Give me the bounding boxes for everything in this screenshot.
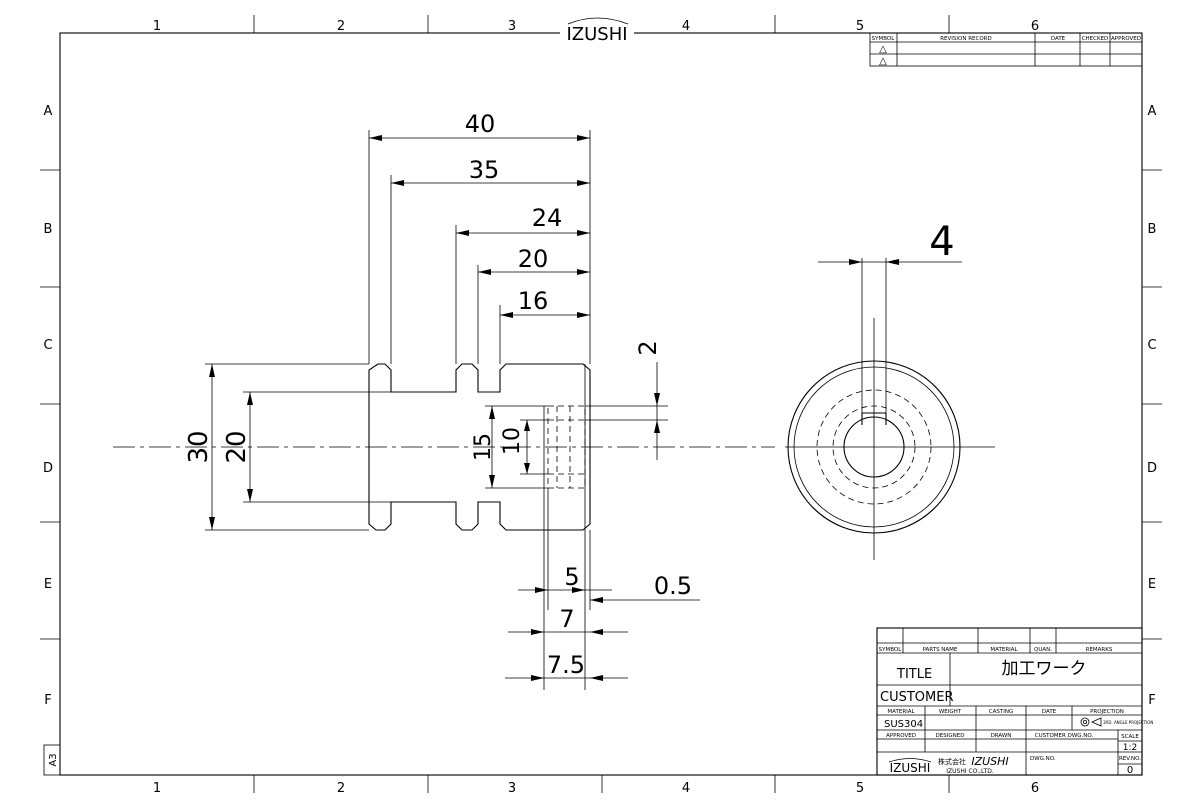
date-label: DATE — [1042, 709, 1057, 715]
col-label-bottom-1: 1 — [153, 781, 161, 796]
projection-value: 3RD. ANGLE PROJECTION — [1103, 720, 1153, 725]
dim-dia-15: 15 — [471, 433, 496, 461]
rev-symbol-1: △ — [879, 44, 887, 55]
col-label-top-3: 3 — [508, 19, 516, 34]
company-name: IZUSHI — [971, 755, 1008, 768]
dim-width-05: 0.5 — [654, 572, 692, 600]
projection-label: PROJECTION — [1090, 709, 1124, 715]
rev-symbol-2: △ — [879, 56, 887, 67]
dim-20-length: 20 — [518, 245, 549, 273]
col-label-bottom-4: 4 — [682, 781, 690, 796]
drawn-label: DRAWN — [991, 733, 1012, 739]
revision-table: SYMBOL REVISION RECORD DATE CHECKED APPR… — [869, 32, 1143, 67]
company-jp: 株式会社 — [938, 757, 966, 766]
rev-header-checked: CHECKED — [1082, 36, 1109, 42]
projection-symbol-icon — [1080, 717, 1102, 727]
row-label-left-c: C — [43, 338, 52, 353]
parts-header-quan: QUAN. — [1034, 647, 1052, 653]
row-label-right-a: A — [1148, 104, 1157, 119]
rev-no-value: 0 — [1127, 765, 1133, 776]
dim-width-7: 7 — [559, 605, 574, 633]
material-value: SUS304 — [884, 719, 923, 730]
dim-40: 40 — [465, 110, 496, 138]
designed-label: DESIGNED — [936, 733, 965, 739]
keyway — [861, 412, 887, 425]
company-logo-text: IZUSHI — [890, 761, 931, 775]
customer-dwg-label: CUSTOMER DWG.NO. — [1035, 733, 1094, 739]
col-label-top-1: 1 — [153, 19, 161, 34]
row-label-right-c: C — [1147, 338, 1156, 353]
row-label-right-b: B — [1148, 222, 1157, 237]
rev-header-symbol: SYMBOL — [872, 36, 896, 42]
dim-24: 24 — [532, 204, 563, 232]
row-label-left-d: D — [43, 461, 53, 476]
col-label-bottom-2: 2 — [337, 781, 345, 796]
col-label-bottom-5: 5 — [856, 781, 864, 796]
end-view: 4 — [785, 219, 995, 560]
rev-header-date: DATE — [1051, 36, 1066, 42]
customer-label: CUSTOMER — [880, 690, 953, 705]
end-view-outer-circle — [787, 360, 961, 534]
material-label: MATERIAL — [887, 709, 915, 715]
col-label-top-4: 4 — [682, 19, 690, 34]
row-label-left-e: E — [44, 577, 52, 592]
rev-header-record: REVISION RECORD — [940, 36, 992, 42]
approved-label: APPROVED — [886, 733, 916, 739]
dim-width-5: 5 — [564, 563, 579, 591]
brand-logo-top: IZUSHI — [560, 14, 634, 45]
rev-header-approved: APPROVED — [1111, 36, 1141, 42]
dim-16: 16 — [518, 287, 549, 315]
casting-label: CASTING — [989, 709, 1013, 715]
row-label-right-f: F — [1148, 693, 1155, 708]
company-logo: IZUSHI — [888, 758, 932, 775]
dwg-no-label: DWG.NO. — [1030, 756, 1056, 762]
dim-depth-2: 2 — [634, 340, 662, 355]
row-label-left-a: A — [44, 104, 53, 119]
weight-label: WEIGHT — [939, 709, 962, 715]
scale-label: SCALE — [1121, 734, 1139, 740]
dim-dia-10: 10 — [500, 427, 525, 455]
parts-header-symbol: SYMBOL — [879, 647, 903, 653]
col-label-top-2: 2 — [337, 19, 345, 34]
dim-dia-30: 30 — [184, 430, 214, 463]
dim-key-4: 4 — [929, 219, 954, 265]
dim-dia-20: 20 — [222, 430, 252, 463]
sheet-size-box: A3 — [43, 744, 61, 776]
row-label-left-b: B — [44, 222, 53, 237]
row-label-right-d: D — [1147, 461, 1157, 476]
col-label-top-6: 6 — [1031, 19, 1039, 34]
side-view: 40 35 24 20 16 30 20 — [113, 110, 775, 690]
scale-value: 1:2 — [1123, 743, 1137, 753]
col-label-bottom-6: 6 — [1031, 781, 1039, 796]
row-label-right-e: E — [1148, 577, 1156, 592]
col-label-bottom-3: 3 — [508, 781, 516, 796]
parts-header-material: MATERIAL — [990, 647, 1018, 653]
parts-header-remarks: REMARKS — [1086, 647, 1113, 653]
brand-logo-top-text: IZUSHI — [566, 24, 627, 45]
col-label-top-5: 5 — [856, 19, 864, 34]
rev-no-label: REV.NO. — [1119, 756, 1141, 762]
shaft-outline — [368, 363, 591, 531]
dim-35: 35 — [469, 156, 500, 184]
dim-width-75: 7.5 — [547, 651, 585, 679]
row-label-left-f: F — [44, 693, 51, 708]
title-value: 加工ワーク — [1002, 659, 1087, 679]
title-block: SYMBOL PARTS NAME MATERIAL QUAN. REMARKS… — [876, 627, 1153, 776]
sheet-size-label: A3 — [48, 753, 59, 766]
parts-header-name: PARTS NAME — [923, 647, 958, 653]
title-label: TITLE — [896, 667, 932, 682]
company-en: IZUSHI CO.,LTD. — [946, 768, 994, 775]
